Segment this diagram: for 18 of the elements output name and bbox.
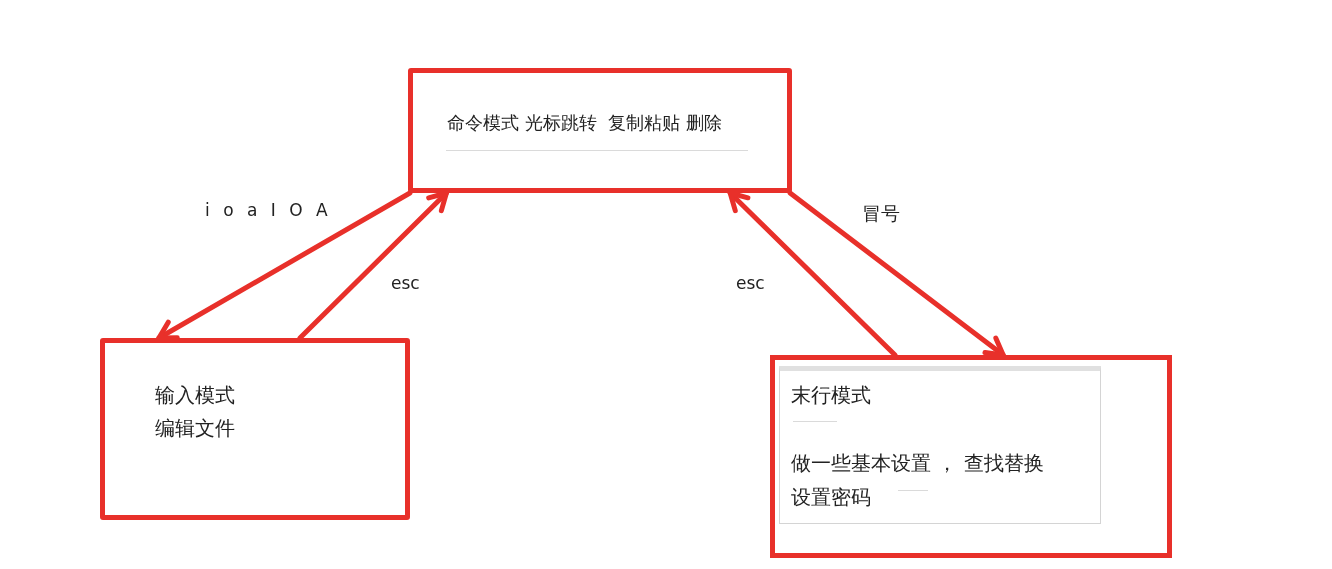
arrow bbox=[787, 190, 1006, 358]
node-text: 做一些基本设置 ， 查找替换 bbox=[791, 451, 1044, 475]
edge-label: esc bbox=[391, 272, 420, 294]
node-text: 编辑文件 bbox=[155, 416, 235, 440]
mode-box bbox=[770, 355, 1172, 558]
node-text: 末行模式 bbox=[791, 383, 871, 407]
node-text: 输入模式 bbox=[155, 383, 235, 407]
edge-label: esc bbox=[736, 272, 765, 294]
edge-label: 冒号 bbox=[862, 202, 900, 224]
mode-box bbox=[100, 338, 410, 520]
arrow bbox=[156, 190, 413, 341]
arrow bbox=[297, 190, 449, 341]
node-text: 设置密码 bbox=[791, 485, 871, 509]
node-text: 命令模式 光标跳转 复制粘贴 删除 bbox=[447, 111, 722, 135]
edge-label: i o a I O A bbox=[205, 199, 332, 221]
note-card bbox=[779, 366, 1101, 524]
arrow bbox=[727, 190, 898, 358]
mode-box bbox=[408, 68, 792, 193]
